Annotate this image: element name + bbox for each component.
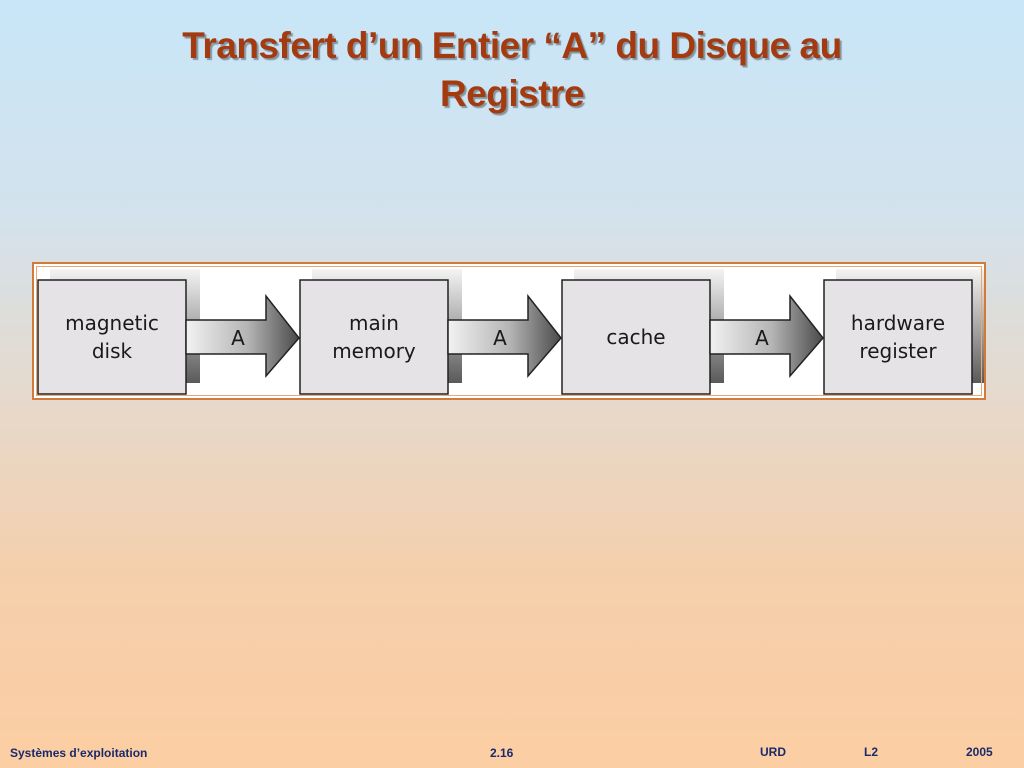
transfer-arrow-2: A [447, 293, 562, 379]
arrow-label: A [493, 326, 507, 350]
arrow-shape [447, 293, 562, 379]
arrow-label: A [755, 326, 769, 350]
slide-title-line-2: Registre [439, 73, 585, 114]
node-magnetic-disk: magnetic disk [37, 269, 200, 395]
storage-hierarchy-diagram: magnetic disk A main memory A cache [37, 269, 984, 395]
footer-level: L2 [864, 745, 879, 759]
arrow-shape [709, 293, 824, 379]
node-main-memory: main memory [299, 269, 462, 395]
node-label-line-1: cache [606, 325, 665, 349]
footer-year: 2005 [966, 745, 993, 759]
footer-course: Systèmes d’exploitation [10, 746, 148, 760]
diagram-frame: magnetic disk A main memory A cache [32, 262, 986, 400]
arrow-shape [185, 293, 300, 379]
node-hardware-register: hardware register [823, 269, 984, 395]
node-label-line-2: register [859, 339, 937, 363]
node-label-line-1: hardware [851, 311, 945, 335]
node-box [37, 279, 187, 395]
node-label-line-1: main [349, 311, 399, 335]
node-box [561, 279, 711, 395]
arrow-label: A [231, 326, 245, 350]
node-cache: cache [561, 269, 724, 395]
transfer-arrow-3: A [709, 293, 824, 379]
transfer-arrow-1: A [185, 293, 300, 379]
footer-page-number: 2.16 [490, 746, 514, 760]
node-label-line-1: magnetic [65, 311, 159, 335]
node-label-line-2: memory [332, 339, 416, 363]
node-box [823, 279, 973, 395]
slide-title: Transfert d’un Entier “A” du Disque au R… [0, 22, 1024, 118]
footer-school: URD [760, 745, 786, 759]
slide-title-line-1: Transfert d’un Entier “A” du Disque au [182, 25, 842, 66]
node-box [299, 279, 449, 395]
node-label-line-2: disk [92, 339, 133, 363]
